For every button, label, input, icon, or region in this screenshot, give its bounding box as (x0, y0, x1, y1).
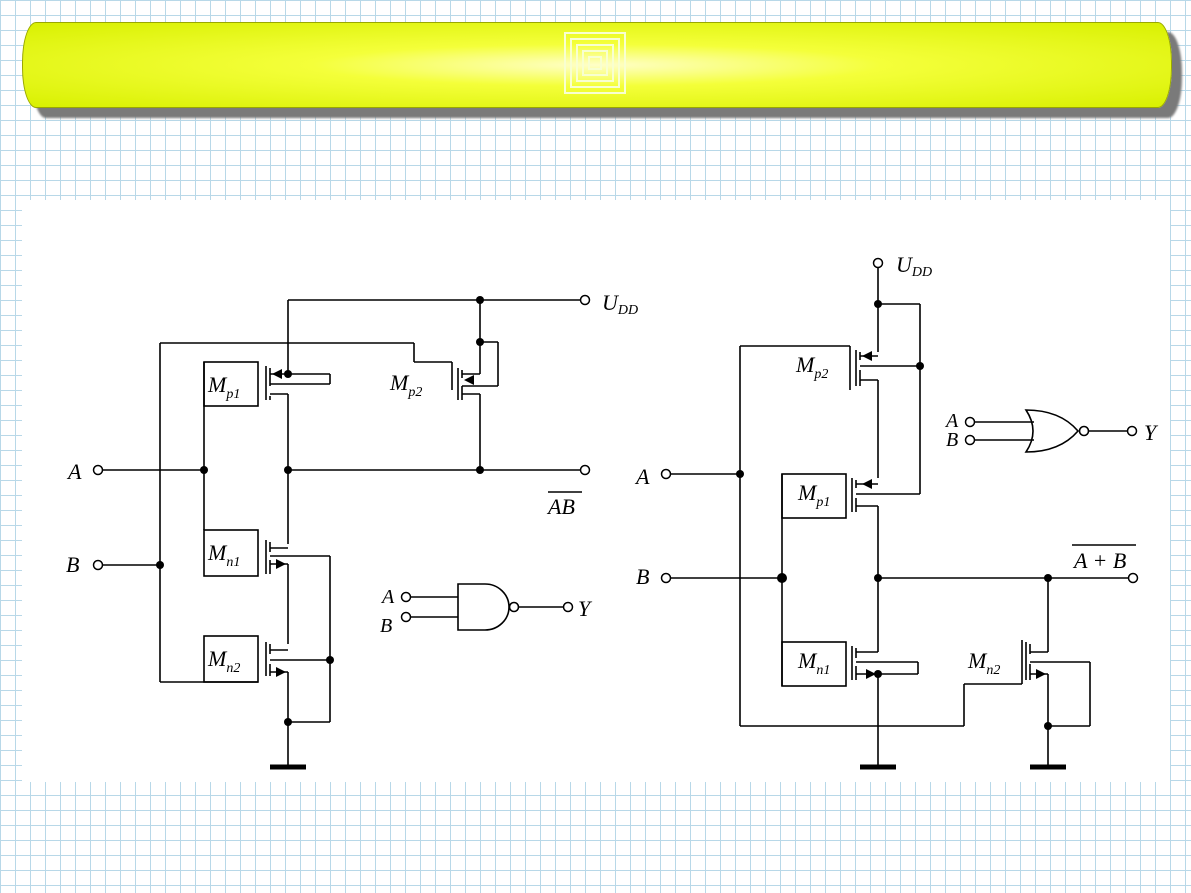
left-input-b-label: B (66, 552, 79, 577)
title-banner (22, 22, 1172, 108)
right-mn2-label: Mn2 (967, 648, 1000, 678)
banner-ornament-icon (564, 32, 626, 94)
right-gate-out-label: Y (1144, 420, 1159, 445)
left-nand-circuit (102, 299, 582, 770)
right-gate-in-b-label: B (946, 429, 958, 451)
left-input-a-label: A (66, 459, 82, 484)
left-mp2-label: Mp2 (389, 370, 422, 400)
left-gate-in-a-label: A (380, 586, 395, 608)
right-input-b-label: B (636, 564, 649, 589)
left-mn2-label: Mn2 (207, 646, 240, 676)
diagram-panel (22, 200, 1170, 782)
right-gate-in-a-label: A (944, 410, 959, 432)
left-output-label: AB (546, 494, 575, 519)
right-mp2-label: Mp2 (795, 352, 828, 382)
right-vdd-label: UDD (896, 252, 932, 280)
left-gate-in-b-label: B (380, 615, 392, 637)
right-nor-circuit (670, 268, 1136, 770)
left-mp1-label: Mp1 (207, 372, 240, 402)
right-output-label: A + B (1072, 548, 1126, 573)
left-vdd-label: UDD (602, 290, 638, 318)
right-mn1-label: Mn1 (797, 648, 830, 678)
right-input-a-label: A (634, 464, 650, 489)
right-mp1-label: Mp1 (797, 480, 830, 510)
left-gate-out-label: Y (578, 596, 593, 621)
left-mn1-label: Mn1 (207, 540, 240, 570)
